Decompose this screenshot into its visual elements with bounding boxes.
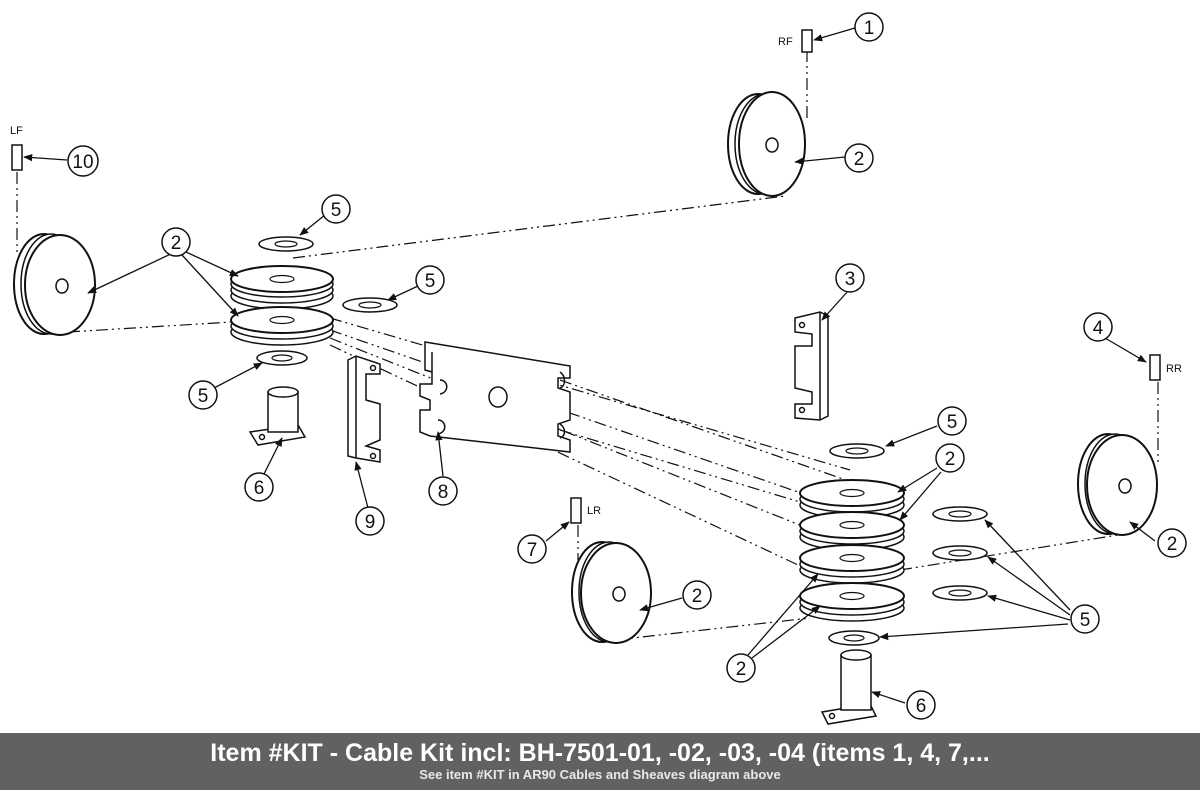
- svg-text:5: 5: [331, 200, 342, 221]
- callout-2-rr: 2: [1157, 528, 1187, 558]
- svg-text:10: 10: [72, 152, 93, 173]
- label-lf: LF: [10, 125, 23, 137]
- leader-lines: [23, 27, 1156, 704]
- svg-text:2: 2: [854, 149, 865, 170]
- callout-2-right-stack: 2: [935, 443, 965, 473]
- svg-text:2: 2: [171, 233, 182, 254]
- callout-5-mid: 5: [415, 265, 445, 295]
- fitting-rf: RF: [778, 29, 813, 53]
- pin-left: [248, 386, 307, 446]
- svg-text:6: 6: [254, 478, 265, 499]
- callout-2-lr: 2: [682, 580, 712, 610]
- callout-1: 1: [854, 12, 884, 42]
- svg-text:5: 5: [1080, 610, 1091, 631]
- svg-text:2: 2: [1167, 534, 1178, 555]
- label-rr: RR: [1166, 363, 1182, 375]
- svg-text:6: 6: [916, 696, 927, 717]
- callout-2-bottom-stack: 2: [726, 653, 756, 683]
- callout-4: 4: [1083, 312, 1113, 342]
- sheave-lf: [13, 233, 96, 336]
- svg-text:8: 8: [438, 482, 449, 503]
- label-lr: LR: [587, 505, 601, 517]
- callout-6-left: 6: [244, 472, 274, 502]
- fitting-rr: RR: [1149, 354, 1182, 381]
- callout-10: 10: [67, 145, 99, 177]
- sheave-lr: [571, 541, 652, 644]
- callout-5-left: 5: [188, 380, 218, 410]
- svg-text:1: 1: [864, 18, 875, 39]
- callout-5-right-top: 5: [937, 406, 967, 436]
- bracket-3: [794, 311, 829, 421]
- callout-5-top: 5: [321, 194, 351, 224]
- callout-9: 9: [355, 506, 385, 536]
- label-rf: RF: [778, 36, 793, 48]
- bracket-9: [347, 355, 381, 463]
- svg-text:2: 2: [736, 659, 747, 680]
- callout-5-right-group: 5: [1070, 604, 1100, 634]
- fitting-lf: LF: [10, 125, 23, 171]
- callout-7: 7: [517, 534, 547, 564]
- svg-text:7: 7: [527, 540, 538, 561]
- callout-2-rf: 2: [844, 143, 874, 173]
- svg-text:5: 5: [198, 386, 209, 407]
- callout-8: 8: [428, 476, 458, 506]
- caption-subtitle: See item #KIT in AR90 Cables and Sheaves…: [419, 767, 781, 782]
- sheave-rr: [1077, 433, 1158, 536]
- right-sheave-stack: [799, 443, 988, 646]
- caption-title: Item #KIT - Cable Kit incl: BH-7501-01, …: [210, 739, 990, 767]
- svg-text:9: 9: [365, 512, 376, 533]
- caption-bar: Item #KIT - Cable Kit incl: BH-7501-01, …: [0, 733, 1200, 790]
- svg-text:5: 5: [947, 412, 958, 433]
- callout-6-right: 6: [906, 690, 936, 720]
- svg-text:5: 5: [425, 271, 436, 292]
- svg-text:4: 4: [1093, 318, 1104, 339]
- callout-2-lf-stack: 2: [161, 227, 191, 257]
- svg-text:2: 2: [692, 586, 703, 607]
- svg-text:2: 2: [945, 449, 956, 470]
- cable-sheave-exploded-diagram: RF LF RR LR: [10, 12, 1187, 725]
- callout-3: 3: [835, 263, 865, 293]
- svg-text:3: 3: [845, 269, 856, 290]
- sheave-rf: [727, 91, 806, 197]
- center-plate-8: [419, 341, 571, 453]
- fitting-lr: LR: [570, 497, 601, 524]
- left-sheave-stack: [230, 236, 398, 366]
- pin-right: [820, 649, 878, 725]
